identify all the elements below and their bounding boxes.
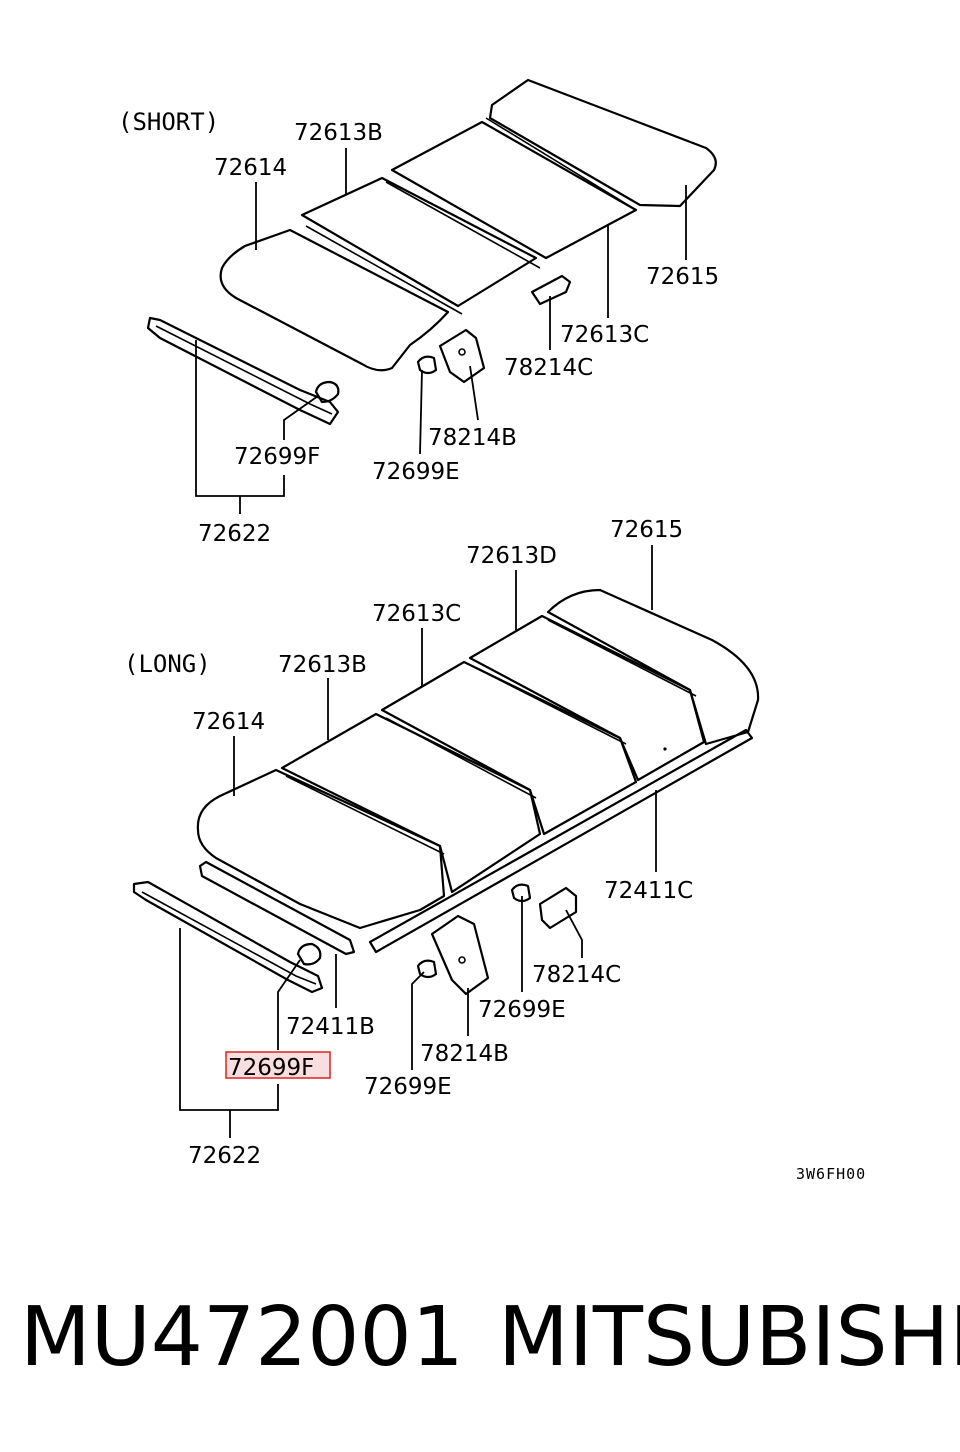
label-short-78214B: 78214B	[428, 425, 517, 451]
panel-72613C-long	[380, 660, 638, 836]
label-long-72699F[interactable]: 72699F	[228, 1055, 314, 1081]
panel-72615-long	[546, 588, 760, 746]
handle-78214C-short	[530, 274, 572, 306]
label-long-72615: 72615	[610, 517, 683, 543]
panel-72615	[488, 78, 717, 208]
panel-72614	[219, 228, 450, 372]
label-short-72699E: 72699E	[372, 459, 460, 485]
label-long-72699E-left: 72699E	[364, 1074, 452, 1100]
panel-72613D-long	[468, 614, 706, 782]
diagram-code: 3W6FH00	[796, 1165, 866, 1183]
label-short-72614: 72614	[214, 155, 287, 181]
roof-headlining-parts-diagram: (SHORT) 72613B	[118, 78, 866, 1183]
rail-72411C	[368, 728, 754, 954]
panel-72613C	[390, 120, 638, 260]
clip-72699F-long	[296, 942, 322, 966]
clip-72699E-short	[416, 355, 438, 375]
brand-name: MITSUBISHI	[498, 1290, 960, 1385]
label-long-78214C: 78214C	[532, 962, 621, 988]
bracket-78214B-long	[430, 914, 490, 996]
long-variant-group: (LONG)	[124, 517, 760, 1169]
panel-72613B	[300, 176, 538, 308]
section-label-short: (SHORT)	[118, 108, 219, 136]
short-variant-group: (SHORT) 72613B	[118, 78, 719, 547]
label-long-72613B: 72613B	[278, 652, 367, 678]
bracket-78214C-long	[538, 886, 578, 930]
clip-72699F-short	[314, 380, 340, 404]
section-label-long: (LONG)	[124, 650, 211, 678]
rail-72622-long	[132, 880, 324, 994]
bracket-78214B-short	[438, 328, 486, 384]
label-short-72622: 72622	[198, 521, 271, 547]
label-short-72613C: 72613C	[560, 322, 649, 348]
label-long-78214B: 78214B	[420, 1041, 509, 1067]
clip-72699E-long-left	[416, 959, 438, 979]
rail-72622-short	[146, 316, 340, 426]
label-long-72614: 72614	[192, 709, 265, 735]
panel-72614-long	[196, 768, 446, 930]
label-long-72622: 72622	[188, 1143, 261, 1169]
label-long-72699E-right: 72699E	[478, 997, 566, 1023]
label-long-72411B: 72411B	[286, 1014, 375, 1040]
part-number: MU472001	[20, 1290, 464, 1385]
label-short-72615: 72615	[646, 264, 719, 290]
clip-72699E-long-right	[510, 883, 532, 903]
label-long-72613D: 72613D	[466, 543, 557, 569]
trim-72411B	[198, 860, 356, 956]
label-short-72699F: 72699F	[234, 444, 320, 470]
panel-72613B-long	[280, 712, 542, 894]
label-short-72613B: 72613B	[294, 120, 383, 146]
label-short-78214C: 78214C	[504, 355, 593, 381]
label-long-72613C: 72613C	[372, 601, 461, 627]
footer-caption: MU472001 MITSUBISHI	[0, 1290, 960, 1400]
label-long-72411C: 72411C	[604, 878, 693, 904]
highlight-box-72699F	[225, 1051, 331, 1079]
